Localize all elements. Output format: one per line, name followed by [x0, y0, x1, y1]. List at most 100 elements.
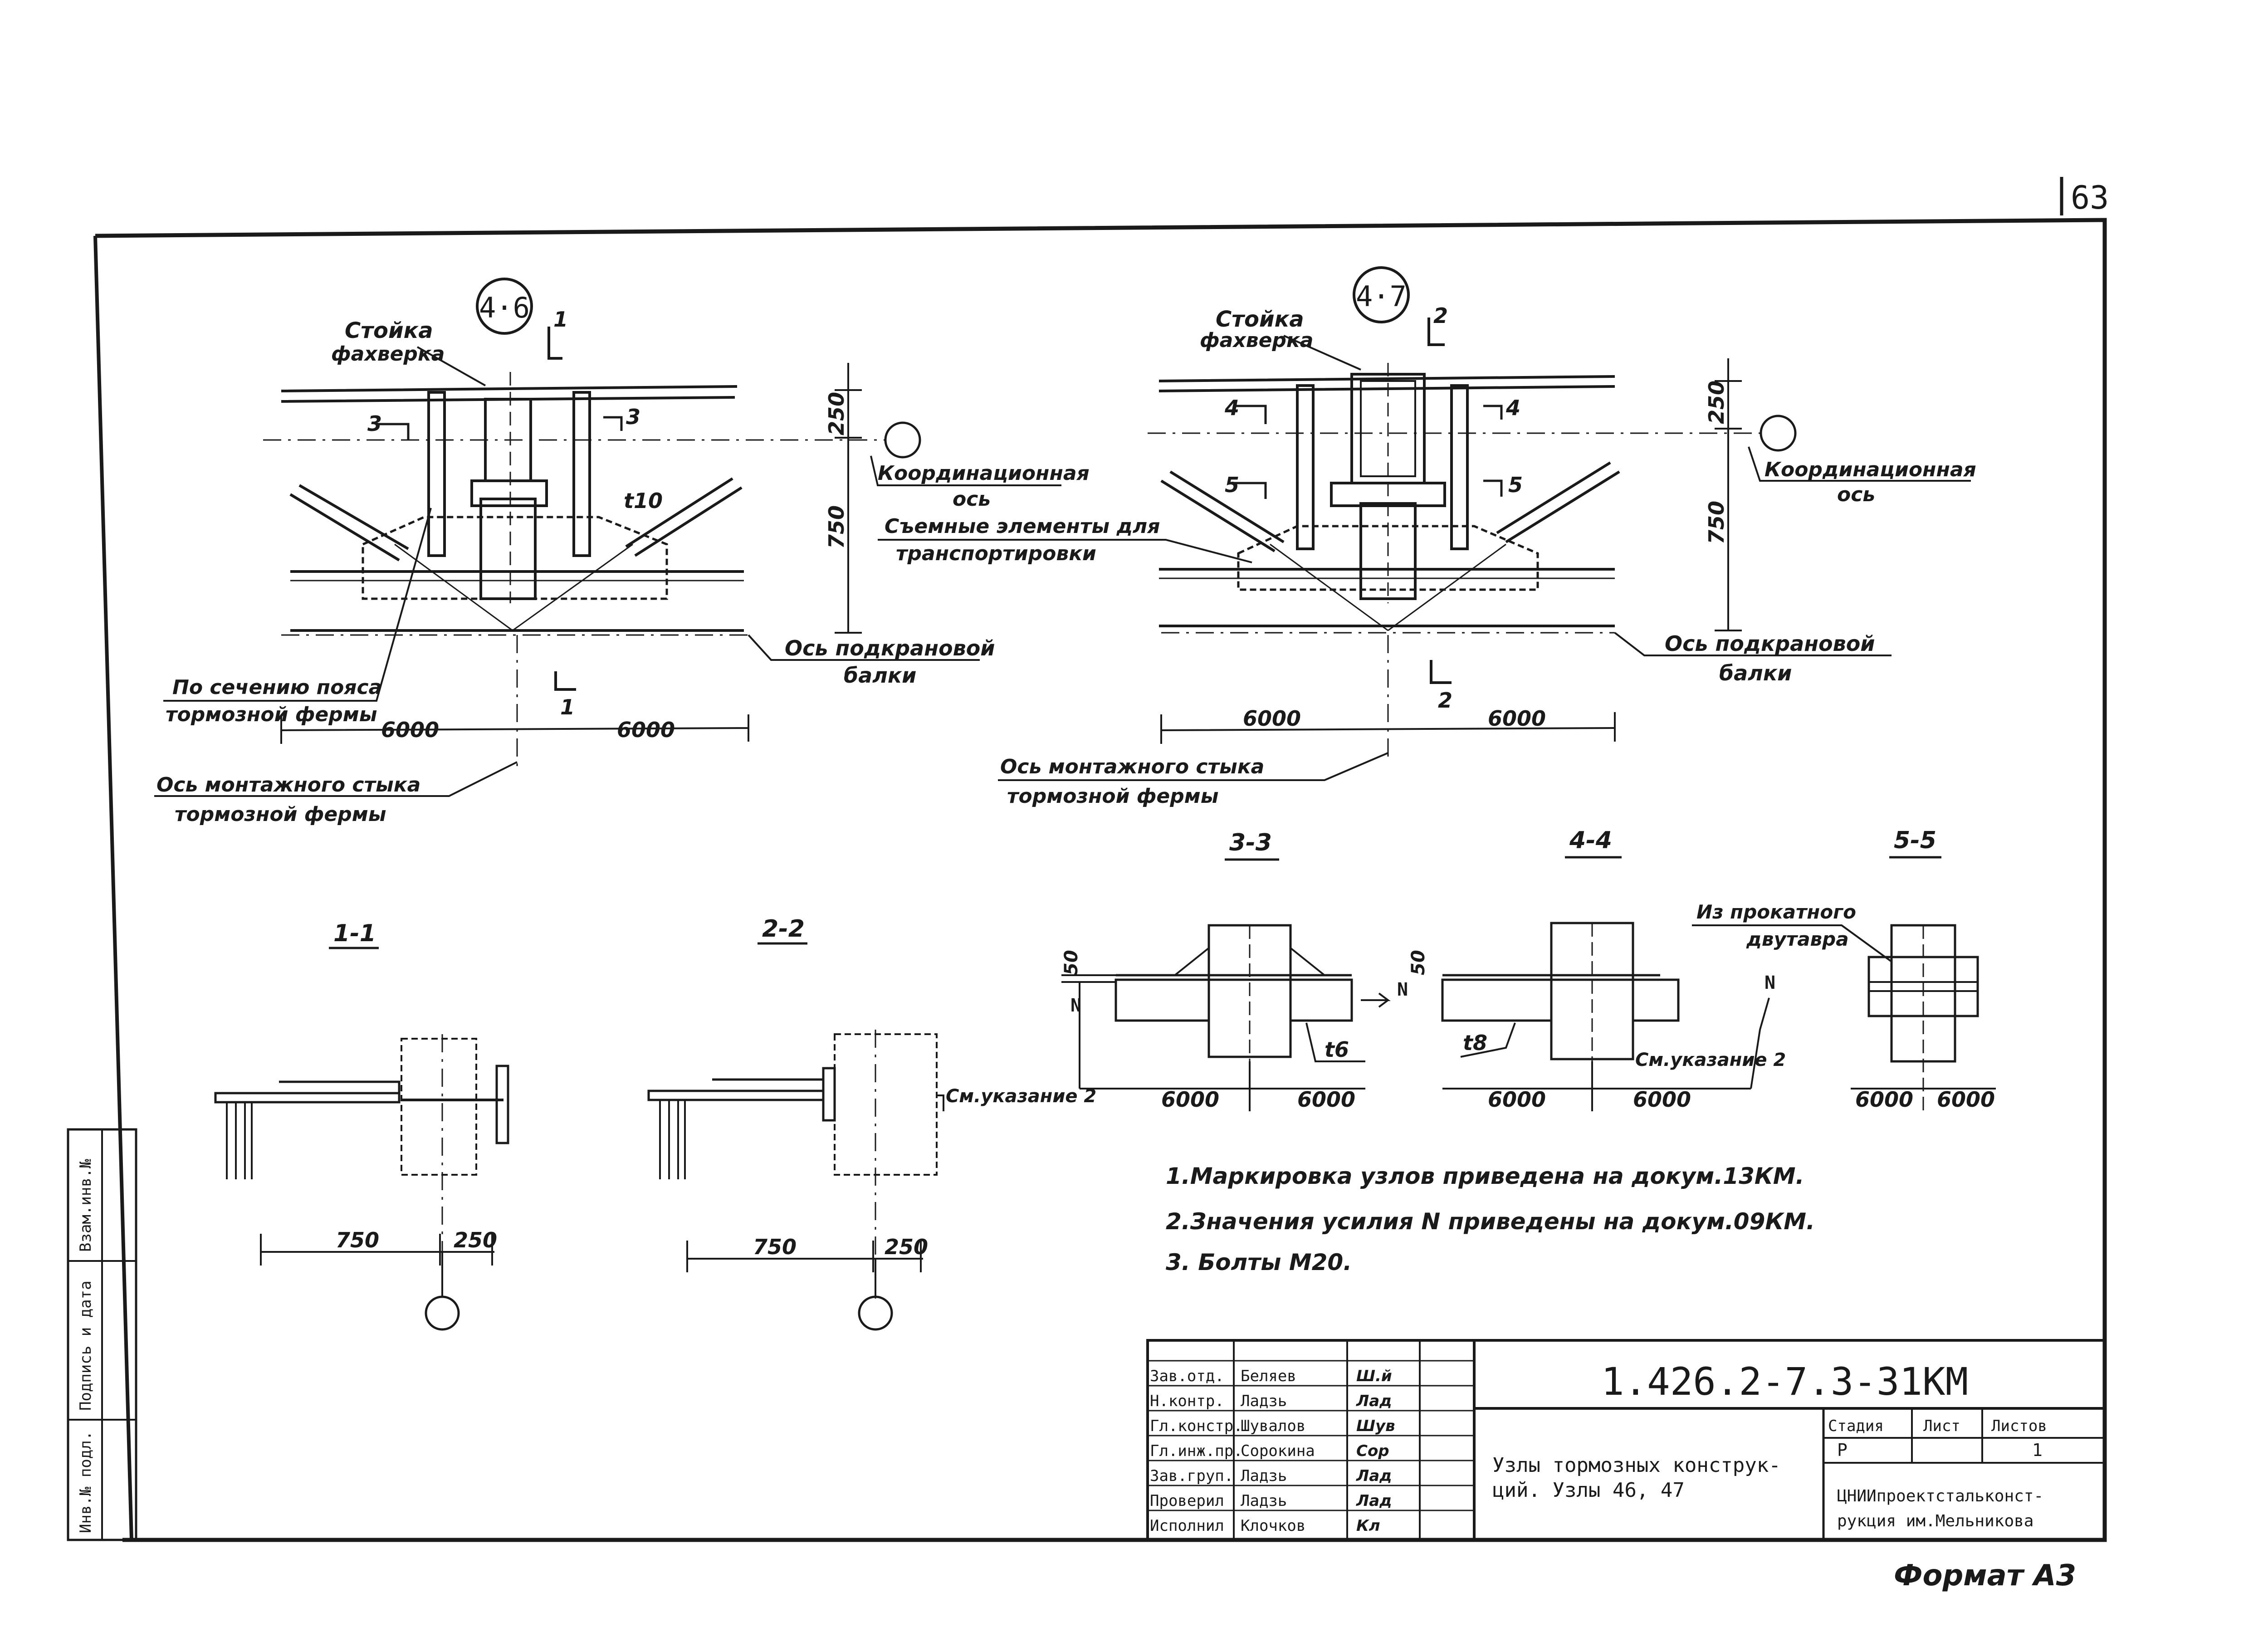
svg-text:250: 250: [454, 1228, 497, 1252]
svg-text:3: 3: [626, 405, 640, 429]
svg-text:50: 50: [1408, 950, 1429, 975]
section-4-4: 4-4 50 N t8 См.указание 2 6000 6000: [1408, 827, 1786, 1112]
svg-text:6000: 6000: [617, 718, 675, 742]
svg-text:Лад: Лад: [1356, 1492, 1392, 1510]
svg-text:Ось монтажного стыка: Ось монтажного стыка: [1000, 755, 1264, 778]
svg-text:Р: Р: [1837, 1440, 1848, 1460]
svg-text:тормозной фермы: тормозной фермы: [175, 803, 386, 826]
svg-text:4: 4: [1224, 396, 1239, 420]
svg-text:Лад: Лад: [1356, 1467, 1392, 1485]
node-47-drawing: 4·7 Стойка фахверка 2 4 4 5 5 250 750: [878, 266, 1976, 808]
svg-text:тормозной фермы: тормозной фермы: [166, 703, 377, 726]
svg-text:6000: 6000: [1488, 706, 1546, 731]
svg-text:Лист: Лист: [1923, 1417, 1960, 1435]
n46-post-label-2: фахверка: [331, 342, 445, 366]
node-46-marker: [476, 278, 533, 335]
svg-text:6000: 6000: [1297, 1087, 1355, 1112]
section-3-3: 3-3 50 N N t6 6000 6000: [1061, 829, 1408, 1112]
svg-text:250: 250: [1704, 381, 1729, 424]
svg-text:Стойка: Стойка: [1216, 307, 1304, 332]
svg-text:1: 1: [553, 307, 568, 332]
section-5-5: 5-5 Из прокатного двутавра 6000 6000: [1692, 827, 1996, 1112]
svg-text:4: 4: [1505, 396, 1520, 420]
node-47-marker: [1353, 266, 1410, 323]
svg-text:Н.контр.: Н.контр.: [1150, 1392, 1224, 1410]
svg-text:1: 1: [2032, 1440, 2043, 1460]
svg-text:По сечению пояса: По сечению пояса: [172, 676, 382, 699]
svg-text:Лад: Лад: [1356, 1392, 1392, 1410]
page-number: 63: [2071, 179, 2109, 216]
svg-text:1: 1: [560, 695, 575, 719]
stamp-replace: Взам.инв.№: [77, 1159, 95, 1252]
svg-text:балки: балки: [844, 663, 916, 688]
svg-text:2: 2: [1438, 688, 1452, 713]
drawing-title-2: ций. Узлы 46, 47: [1492, 1479, 1685, 1502]
svg-text:ось: ось: [1837, 483, 1875, 506]
svg-text:Сорокина: Сорокина: [1241, 1442, 1315, 1460]
svg-text:N: N: [1765, 972, 1775, 993]
document-code: 1.426.2-7.3-31КМ: [1601, 1359, 1968, 1404]
svg-text:Из прокатного: Из прокатного: [1696, 901, 1856, 923]
svg-text:50: 50: [1061, 950, 1082, 975]
n46-plate-t10: t10: [624, 489, 663, 513]
stamp-sign-date: Подпись и дата: [77, 1280, 95, 1411]
svg-text:750: 750: [336, 1228, 379, 1252]
svg-text:6000: 6000: [1633, 1087, 1691, 1112]
svg-text:Съемные элементы для: Съемные элементы для: [885, 515, 1160, 538]
notes: 1.Маркировка узлов приведена на докум.13…: [1166, 1163, 1815, 1275]
note-1: 1.Маркировка узлов приведена на докум.13…: [1166, 1163, 1804, 1189]
svg-text:750: 750: [753, 1235, 797, 1259]
node-47-label: 4·7: [1356, 280, 1407, 313]
stamp-inv: Инв.№ подл.: [77, 1431, 95, 1533]
title-block: 1.426.2-7.3-31КМ Зав.отд. Беляев Ш.й Н.к…: [1146, 1339, 2106, 1541]
svg-text:Листов: Листов: [1991, 1417, 2047, 1435]
svg-text:двутавра: двутавра: [1746, 928, 1849, 950]
svg-text:2-2: 2-2: [762, 915, 805, 943]
svg-text:2: 2: [1433, 303, 1448, 328]
svg-text:Ось монтажного стыка: Ось монтажного стыка: [156, 773, 420, 796]
svg-text:Ось подкрановой: Ось подкрановой: [1665, 631, 1875, 656]
svg-text:t8: t8: [1463, 1031, 1487, 1055]
svg-text:5: 5: [1225, 473, 1239, 497]
svg-text:Сор: Сор: [1356, 1442, 1389, 1460]
svg-text:Клочков: Клочков: [1241, 1517, 1305, 1535]
svg-text:См.указание 2: См.указание 2: [946, 1086, 1096, 1107]
svg-text:Координационная: Координационная: [878, 462, 1090, 485]
svg-text:750: 750: [824, 505, 849, 549]
svg-text:750: 750: [1704, 501, 1729, 544]
svg-text:250: 250: [885, 1235, 928, 1259]
section-1-1: 1-1 750 250: [214, 920, 509, 1331]
svg-text:Координационная: Координационная: [1765, 458, 1976, 481]
svg-text:t6: t6: [1325, 1037, 1349, 1062]
svg-text:Беляев: Беляев: [1241, 1367, 1296, 1385]
svg-text:Исполнил: Исполнил: [1150, 1517, 1224, 1535]
svg-text:1-1: 1-1: [333, 920, 376, 947]
svg-text:250: 250: [824, 392, 849, 435]
svg-text:ось: ось: [953, 488, 991, 511]
svg-text:Гл.инж.пр.: Гл.инж.пр.: [1150, 1442, 1243, 1460]
section-2-2: 2-2 См.указание 2 750 250: [647, 915, 1096, 1331]
svg-text:6000: 6000: [1161, 1087, 1219, 1112]
svg-text:Проверил: Проверил: [1150, 1492, 1224, 1510]
svg-text:Кл: Кл: [1356, 1517, 1380, 1535]
org-name-2: рукция им.Мельникова: [1837, 1512, 2033, 1530]
svg-text:балки: балки: [1719, 661, 1792, 685]
node-46-label: 4·6: [479, 291, 530, 324]
svg-text:5-5: 5-5: [1894, 827, 1936, 854]
svg-text:Гл.констр.: Гл.констр.: [1150, 1417, 1243, 1435]
svg-text:6000: 6000: [381, 718, 439, 742]
svg-text:Ось подкрановой: Ось подкрановой: [785, 636, 995, 660]
svg-text:тормозной фермы: тормозной фермы: [1007, 785, 1219, 808]
svg-text:4-4: 4-4: [1569, 827, 1612, 854]
svg-text:3-3: 3-3: [1229, 829, 1272, 856]
n46-post-label-1: Стойка: [345, 318, 433, 343]
svg-text:Зав.груп.: Зав.груп.: [1150, 1467, 1233, 1485]
svg-text:6000: 6000: [1855, 1087, 1913, 1112]
svg-text:6000: 6000: [1488, 1087, 1546, 1112]
side-stamp: Инв.№ подл. Подпись и дата Взам.инв.№: [67, 1128, 137, 1541]
drawing-title-1: Узлы тормозных конструк-: [1492, 1454, 1781, 1477]
signature-rows: Зав.отд. Беляев Ш.й Н.контр. Ладзь Лад Г…: [1148, 1367, 1474, 1535]
svg-text:Ш.й: Ш.й: [1356, 1367, 1392, 1385]
svg-text:5: 5: [1508, 473, 1523, 497]
